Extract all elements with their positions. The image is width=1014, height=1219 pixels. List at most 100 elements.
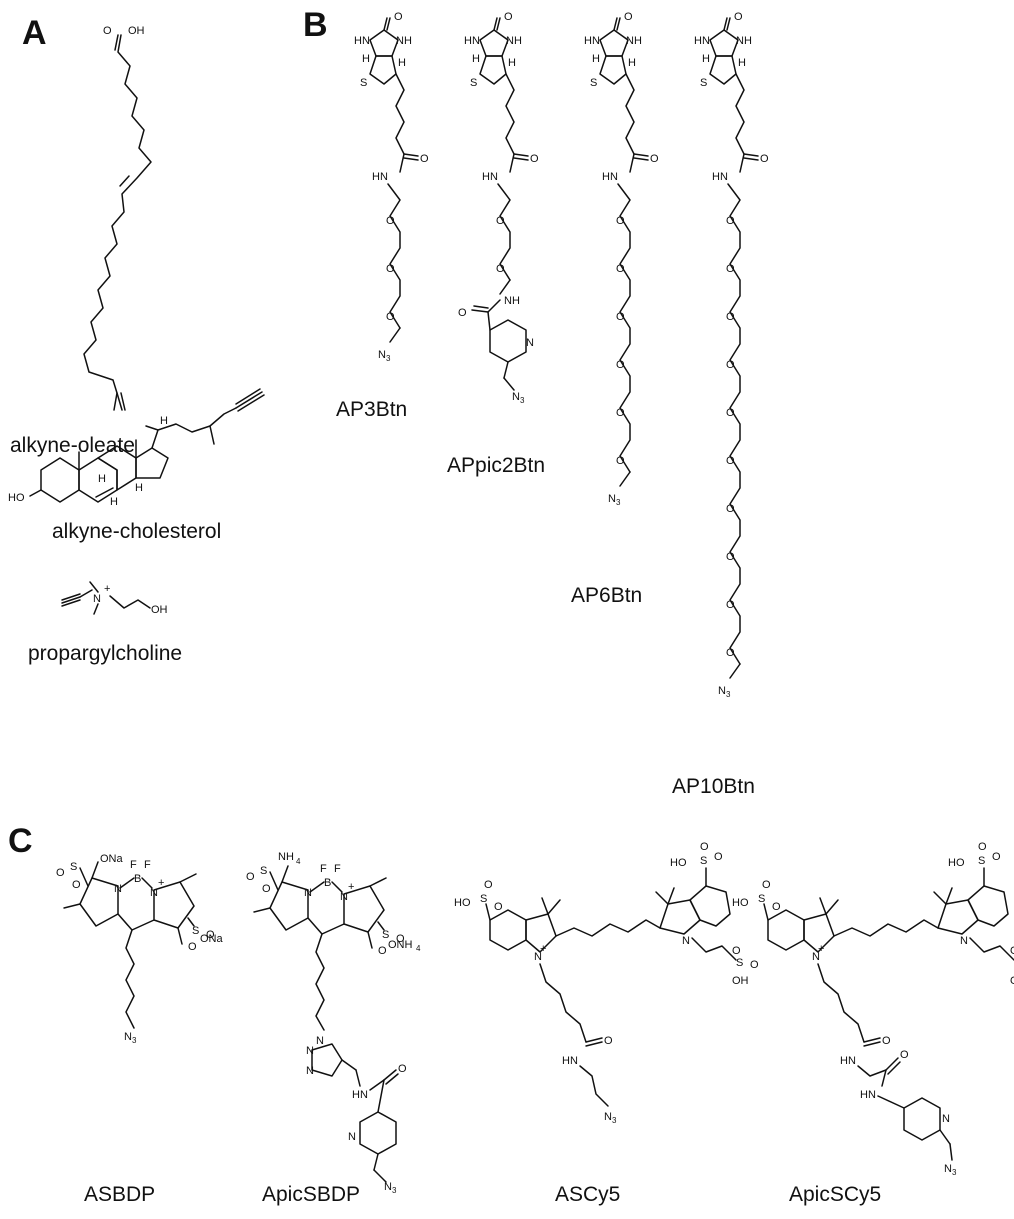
atom-label: NH [736, 35, 752, 47]
atom-label: HN [584, 35, 600, 47]
atom-label: HO [670, 857, 687, 869]
atom-label: 3 [520, 396, 525, 405]
atom-label: 3 [392, 1186, 397, 1195]
atom-label: + [104, 583, 110, 595]
atom-label: N [608, 493, 616, 505]
atom-label: S [360, 77, 367, 89]
atom-label: N [348, 1131, 356, 1143]
atom-label: HO [732, 897, 749, 909]
atom-label: HN [352, 1089, 368, 1101]
atom-label: S [382, 929, 389, 941]
atom-label: O [398, 1063, 407, 1075]
atom-label: HO [948, 857, 965, 869]
atom-label: HN [464, 35, 480, 47]
atom-label: H [362, 53, 370, 65]
atom-label: O [72, 879, 81, 891]
atom-label: H [592, 53, 600, 65]
atom-label: N [604, 1111, 612, 1123]
atom-label: N [944, 1163, 952, 1175]
atom-label: N [960, 935, 968, 947]
atom-label: O [734, 11, 743, 23]
atom-label: HN [354, 35, 370, 47]
atom-label: O [726, 263, 735, 275]
atom-label: O [616, 215, 625, 227]
panel-letter-c: C [8, 822, 33, 860]
compound-name-appic2btn: APpic2Btn [447, 454, 545, 477]
atom-label: NH [506, 35, 522, 47]
atom-label: N [304, 887, 312, 899]
atom-label: N [378, 349, 386, 361]
atom-label: HO [454, 897, 471, 909]
atom-label: O [188, 941, 197, 953]
atom-label: O [760, 153, 769, 165]
atom-label: HN [602, 171, 618, 183]
compound-name-ap6btn: AP6Btn [571, 584, 642, 607]
atom-label: + [818, 943, 824, 955]
atom-label: N [682, 935, 690, 947]
atom-label: O [396, 933, 405, 945]
atom-label: NH [278, 851, 294, 863]
atom-label: N [512, 391, 520, 403]
atom-label: F [334, 863, 341, 875]
atom-label: N [150, 887, 158, 899]
atom-label: H [98, 473, 106, 485]
atom-label: O [262, 883, 271, 895]
atom-label: HN [840, 1055, 856, 1067]
atom-label: B [134, 873, 141, 885]
atom-label: N [942, 1113, 950, 1125]
atom-label: N [306, 1065, 314, 1077]
atom-label: 3 [726, 690, 731, 699]
atom-label: HN [712, 171, 728, 183]
atom-label: H [508, 57, 516, 69]
atom-label: 3 [952, 1168, 957, 1177]
atom-label: O [246, 871, 255, 883]
atom-label: O [103, 25, 112, 37]
atom-label: N [124, 1031, 132, 1043]
atom-label: O [726, 455, 735, 467]
atom-label: + [540, 943, 546, 955]
compound-name-apicscy5: ApicSCy5 [789, 1183, 881, 1206]
atom-label: ONH [388, 939, 413, 951]
atom-label: 3 [132, 1036, 137, 1045]
atom-label: ONa [100, 853, 124, 865]
atom-label: O [494, 901, 503, 913]
compound-name-alkyne-oleate: alkyne-oleate [10, 434, 135, 457]
atom-label: O [726, 407, 735, 419]
compound-name-propargylcholine: propargylcholine [28, 642, 182, 665]
atom-label: OH [1010, 975, 1014, 987]
atom-label: O [726, 215, 735, 227]
atom-label: H [398, 57, 406, 69]
atom-label: B [324, 877, 331, 889]
atom-label: H [110, 496, 118, 508]
atom-label: O [386, 263, 395, 275]
atom-label: O [1010, 945, 1014, 957]
atom-label: O [992, 851, 1001, 863]
atom-label: O [726, 647, 735, 659]
atom-label: H [628, 57, 636, 69]
atom-label: N [316, 1035, 324, 1047]
atom-label: ONa [200, 933, 224, 945]
atom-label: HN [562, 1055, 578, 1067]
atom-label: O [726, 359, 735, 371]
atom-label: HN [694, 35, 710, 47]
atom-label: O [732, 945, 741, 957]
atom-label: O [616, 455, 625, 467]
atom-label: O [616, 311, 625, 323]
atom-label: H [160, 415, 168, 427]
atom-label: N [534, 951, 542, 963]
panel-letter-a: A [22, 14, 47, 52]
atom-label: S [480, 893, 487, 905]
atom-label: N [718, 685, 726, 697]
atom-label: O [650, 153, 659, 165]
compound-name-apicsbdp: ApicSBDP [262, 1183, 360, 1206]
atom-label: O [420, 153, 429, 165]
atom-label: S [978, 855, 985, 867]
atom-label: F [144, 859, 151, 871]
atom-label: O [56, 867, 65, 879]
propargylcholine-structure: N + OH [61, 581, 168, 616]
atom-label: S [260, 865, 267, 877]
